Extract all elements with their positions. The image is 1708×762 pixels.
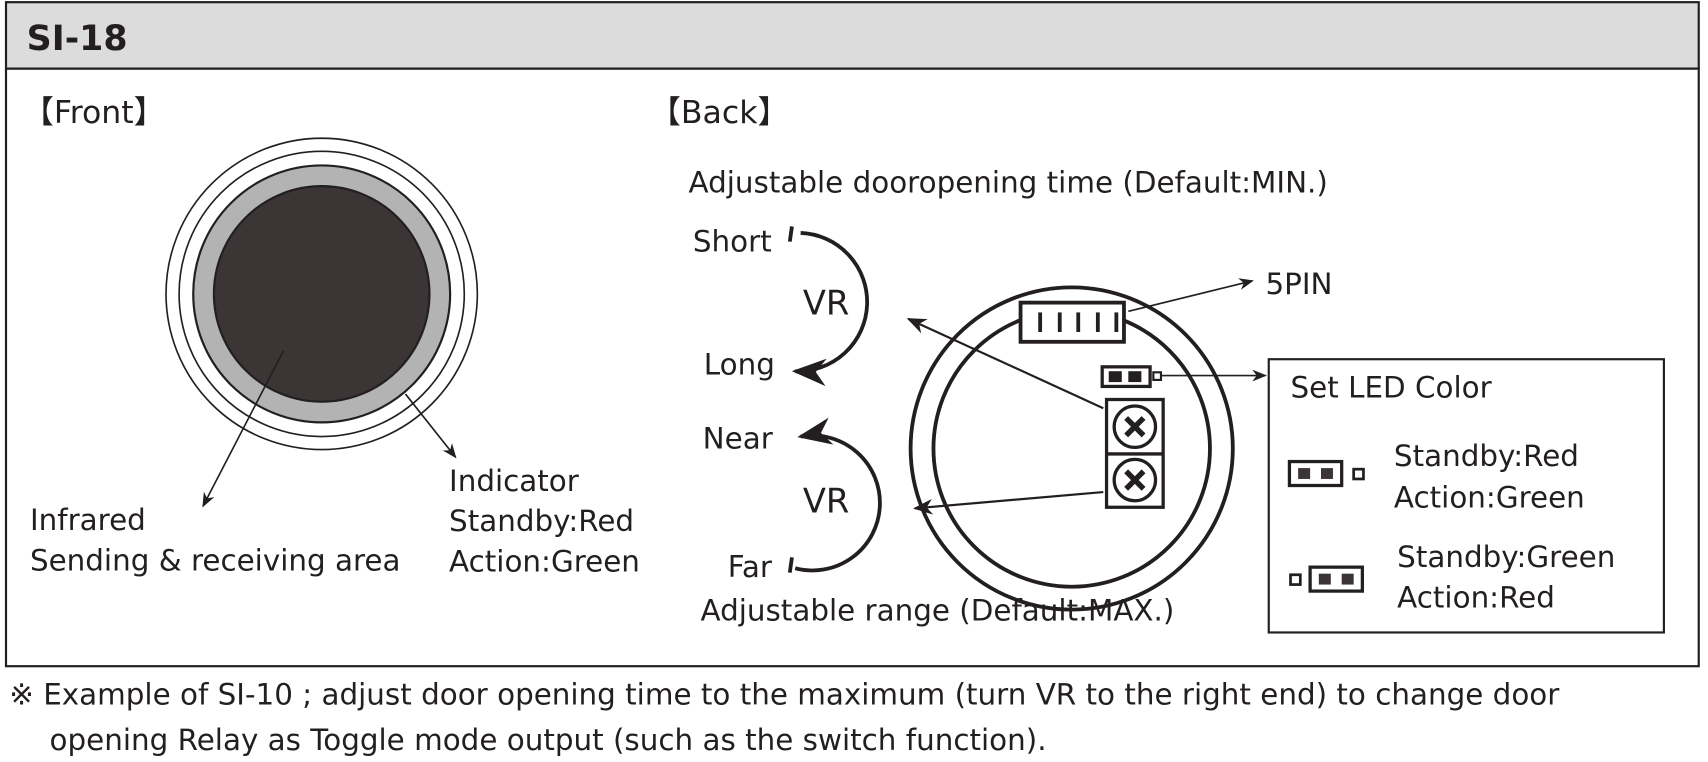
option2-standby: Standby:Green (1397, 540, 1615, 574)
vr-screw-time-icon (1112, 404, 1158, 450)
indicator-action: Action:Green (449, 545, 640, 579)
vr-time-long: Long (704, 347, 775, 381)
vr-time-short: Short (693, 224, 772, 258)
vr-range-label: VR (803, 482, 850, 521)
vr-screw-range-icon (1112, 457, 1158, 503)
led-box-title: Set LED Color (1291, 370, 1493, 404)
led-color-box: Set LED Color Standby:Red Action:Green S… (1267, 358, 1665, 634)
infrared-label: Infrared (30, 503, 146, 537)
footer-note-line1: ※ Example of SI-10 ; adjust door opening… (9, 677, 1560, 711)
vr-range-far: Far (728, 550, 773, 584)
vr-time-pointer (906, 317, 1104, 410)
vr-range-pointer (913, 490, 1104, 515)
front-label: 【Front】 (22, 95, 165, 131)
content-frame (4, 67, 1700, 668)
led-jumper (1100, 365, 1163, 389)
option1-standby: Standby:Red (1394, 439, 1579, 473)
header-bar (4, 1, 1700, 70)
infrared-area (212, 185, 431, 403)
time-caption: Adjustable dooropening time (Default:MIN… (689, 166, 1328, 200)
5pin-label: 5PIN (1265, 267, 1332, 301)
footer-note-line2: opening Relay as Toggle mode output (suc… (50, 723, 1047, 757)
front-sensor (165, 137, 479, 451)
vr-block (1104, 397, 1165, 509)
infrared-arrow (202, 350, 285, 508)
jumper-option1-icon (1287, 459, 1365, 488)
option2-action: Action:Red (1397, 580, 1555, 614)
indicator-standby: Standby:Red (449, 504, 634, 538)
vr-time-label: VR (803, 284, 850, 323)
vr-range-arc (794, 417, 882, 573)
jumper-option2-icon (1289, 565, 1364, 593)
vr-range-near: Near (703, 421, 774, 455)
infrared-sublabel: Sending & receiving area (30, 543, 401, 577)
back-label: 【Back】 (649, 95, 789, 131)
indicator-title: Indicator (449, 464, 580, 498)
range-caption: Adjustable range (Default:MAX.) (701, 593, 1175, 627)
vr-time-arc (791, 231, 869, 387)
indicator-arrow (404, 393, 457, 459)
model-title: SI-18 (27, 19, 128, 59)
5pin-arrow (1128, 278, 1254, 313)
5pin-connector (1018, 300, 1126, 344)
option1-action: Action:Green (1394, 480, 1585, 514)
